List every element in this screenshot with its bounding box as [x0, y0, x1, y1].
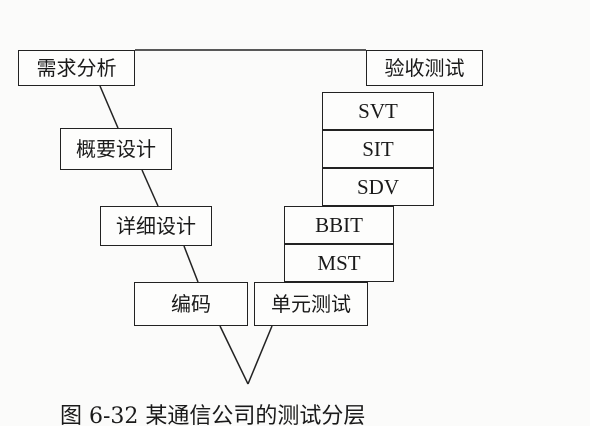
- figure-caption: 图 6-32 某通信公司的测试分层: [60, 404, 366, 426]
- stage-sdv: SDV: [322, 168, 434, 206]
- stage-high-level-design: 概要设计: [60, 128, 172, 170]
- stage-mst: MST: [284, 244, 394, 282]
- link-overview-to-detail: [141, 169, 159, 207]
- link-requirements-to-overview: [99, 85, 119, 129]
- stage-detailed-design: 详细设计: [100, 206, 212, 246]
- link-detail-to-coding: [183, 245, 199, 283]
- v-bottom-right: [247, 325, 273, 385]
- stage-sit: SIT: [322, 130, 434, 168]
- stage-coding: 编码: [134, 282, 248, 326]
- stage-unit-testing: 单元测试: [254, 282, 368, 326]
- v-bottom-left: [219, 325, 249, 385]
- stage-requirements-analysis: 需求分析: [18, 50, 135, 86]
- stage-bbit: BBIT: [284, 206, 394, 244]
- stage-svt: SVT: [322, 92, 434, 130]
- stage-acceptance-testing: 验收测试: [366, 50, 483, 86]
